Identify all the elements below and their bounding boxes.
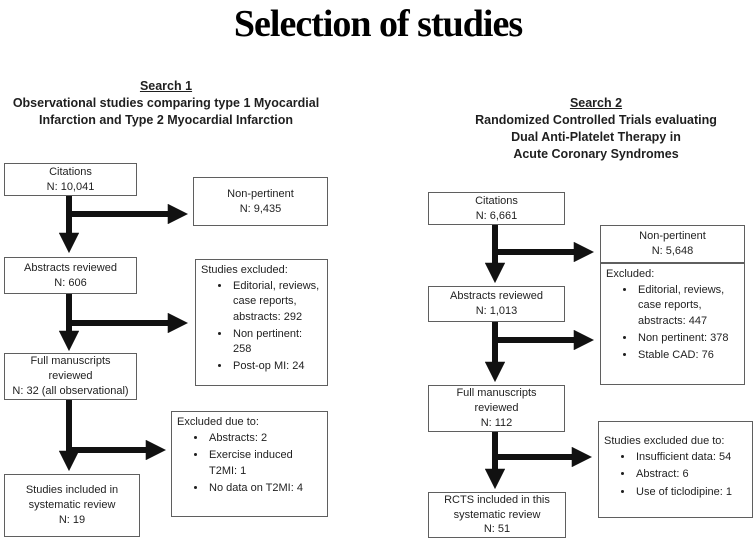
box-bullet-list: Insufficient data: 54 Abstract: 6 Use of… <box>604 450 732 502</box>
search2-description-line: Acute Coronary Syndromes <box>513 147 679 161</box>
box-line: Non-pertinent <box>639 230 706 243</box>
box-note-title: Excluded: <box>606 268 655 280</box>
box-line: N: 112 <box>480 416 513 429</box>
box-line: Citations <box>49 165 92 178</box>
box-line: Citations <box>475 194 518 207</box>
box-line: systematic review <box>453 508 541 521</box>
bullet-item: Use of ticlodipine: 1 <box>634 485 732 500</box>
flow-box-s2-full-manuscripts: Full manuscripts reviewed N: 112 <box>428 385 565 432</box>
box-line: N: 32 (all observational) <box>12 384 129 397</box>
box-bullet-list: Abstracts: 2 Exercise induced T2MI: 1 No… <box>177 431 322 498</box>
bullet-item: Insufficient data: 54 <box>634 450 732 465</box>
box-line: Abstracts reviewed <box>450 290 543 303</box>
search1-description-line: Observational studies comparing type 1 M… <box>12 96 320 110</box>
box-line: N: 51 <box>483 523 511 536</box>
flow-box-s2-citations: Citations N: 6,661 <box>428 192 565 225</box>
box-line: Abstracts reviewed <box>24 261 117 274</box>
box-line: N: 606 <box>54 276 87 289</box>
box-line: systematic review <box>28 499 116 512</box>
bullet-item: Stable CAD: 76 <box>636 348 739 363</box>
bullet-item: Abstract: 6 <box>634 467 732 482</box>
flow-box-s2-rcts-included: RCTS included in this systematic review … <box>428 492 566 538</box>
search1-description-line: Infarction and Type 2 Myocardial Infarct… <box>39 113 293 127</box>
bullet-item: Non pertinent: 258 <box>231 327 322 357</box>
flow-box-s2-abstracts-reviewed: Abstracts reviewed N: 1,013 <box>428 286 565 322</box>
bullet-item: Post-op MI: 24 <box>231 359 322 374</box>
flow-box-s1-excluded-due-to: Excluded due to: Abstracts: 2 Exercise i… <box>171 411 328 517</box>
box-line: N: 1,013 <box>475 305 518 317</box>
flow-box-s1-studies-excluded: Studies excluded: Editorial, reviews, ca… <box>195 259 328 386</box>
bullet-item: Exercise induced T2MI: 1 <box>207 448 322 478</box>
box-line: Full manuscripts <box>456 387 537 400</box>
box-bullet-list: Editorial, reviews, case reports, abstra… <box>201 279 322 376</box>
box-bullet-list: Editorial, reviews, case reports, abstra… <box>606 283 739 365</box>
box-line: N: 10,041 <box>46 180 95 193</box>
box-note-title: Excluded due to: <box>177 416 259 428</box>
flow-box-s2-studies-excluded-due-to: Studies excluded due to: Insufficient da… <box>598 421 753 518</box>
search2-heading: Search 2 Randomized Controlled Trials ev… <box>446 95 746 163</box>
box-line: N: 19 <box>58 513 86 526</box>
box-line: N: 9,435 <box>239 202 282 215</box>
bullet-item: Editorial, reviews, case reports, abstra… <box>231 279 322 325</box>
box-line: reviewed <box>48 370 93 383</box>
box-note-title: Studies excluded: <box>201 264 288 276</box>
flow-box-s2-excluded: Excluded: Editorial, reviews, case repor… <box>600 263 745 385</box>
search2-description-line: Randomized Controlled Trials evaluating <box>475 113 717 127</box>
box-line: N: 5,648 <box>651 245 694 257</box>
search1-heading: Search 1 Observational studies comparing… <box>0 78 332 129</box>
flow-box-s2-non-pertinent: Non-pertinent N: 5,648 <box>600 225 745 263</box>
bullet-item: Abstracts: 2 <box>207 431 322 446</box>
search2-description-line: Dual Anti-Platelet Therapy in <box>511 130 681 144</box>
flow-box-s1-non-pertinent: Non-pertinent N: 9,435 <box>193 177 328 226</box>
search1-heading-label: Search 1 <box>139 79 193 93</box>
flow-box-s1-abstracts-reviewed: Abstracts reviewed N: 606 <box>4 257 137 294</box>
box-line: reviewed <box>474 402 519 415</box>
flow-box-s1-full-manuscripts: Full manuscripts reviewed N: 32 (all obs… <box>4 353 137 400</box>
box-line: Non-pertinent <box>227 187 294 200</box>
box-line: N: 6,661 <box>475 209 518 222</box>
box-line: Studies included in <box>25 484 119 497</box>
page-title: Selection of studies <box>233 3 523 45</box>
bullet-item: Non pertinent: 378 <box>636 331 739 346</box>
flow-box-s1-citations: Citations N: 10,041 <box>4 163 137 196</box>
box-line: Full manuscripts <box>30 355 111 368</box>
bullet-item: No data on T2MI: 4 <box>207 481 322 496</box>
flow-box-s1-included: Studies included in systematic review N:… <box>4 474 140 537</box>
search2-heading-label: Search 2 <box>569 96 623 110</box>
box-line: RCTS included in this <box>444 493 550 506</box>
box-note-title: Studies excluded due to: <box>604 435 725 447</box>
bullet-item: Editorial, reviews, case reports, abstra… <box>636 283 739 329</box>
